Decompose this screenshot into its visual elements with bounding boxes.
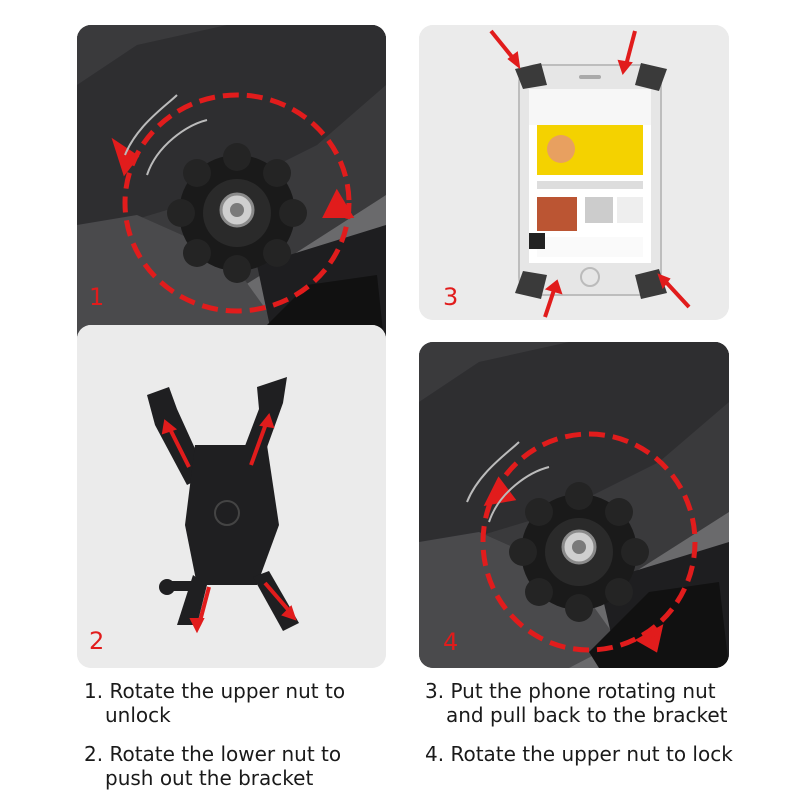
step3-photo: 3	[419, 25, 729, 320]
step-text-line1: Put the phone rotating nut	[450, 679, 716, 703]
phone-icon	[518, 64, 662, 296]
step-text-line2: unlock	[105, 703, 171, 727]
nut-icon	[167, 143, 307, 283]
step-index: 1.	[84, 679, 104, 703]
step-instruction: 1. Rotate the upper nut to unlock	[84, 679, 345, 727]
mount-nut-illustration	[77, 25, 386, 360]
step-text-line2: push out the bracket	[105, 766, 314, 790]
mount-nut-illustration	[419, 342, 729, 668]
bracket-illustration	[77, 325, 386, 668]
step-number: 2	[89, 627, 105, 655]
arrow-icon	[161, 412, 297, 634]
step-number: 4	[443, 628, 459, 656]
step-number: 3	[443, 283, 459, 311]
rotation-arrow-icon	[480, 431, 698, 653]
step-index: 2.	[84, 742, 104, 766]
phone-in-bracket-illustration	[419, 25, 729, 320]
rotation-arrow-icon	[122, 92, 352, 314]
step-index: 4.	[425, 742, 445, 766]
step-instruction: 4. Rotate the upper nut to lock	[425, 742, 733, 766]
arrow-icon	[489, 29, 691, 318]
nut-icon	[509, 482, 649, 622]
step-text-line1: Rotate the lower nut to	[109, 742, 342, 766]
step-text-line2: and pull back to the bracket	[446, 703, 728, 727]
step-instruction: 3. Put the phone rotating nut and pull b…	[425, 679, 728, 727]
step-text-line1: Rotate the upper nut to	[109, 679, 346, 703]
step2-photo: 2	[77, 325, 386, 668]
step-index: 3.	[425, 679, 445, 703]
step-text-line1: Rotate the upper nut to lock	[450, 742, 733, 766]
step-instruction: 2. Rotate the lower nut to push out the …	[84, 742, 341, 790]
step-number: 1	[89, 283, 105, 311]
step4-photo: 4	[419, 342, 729, 668]
step1-photo: 1	[77, 25, 386, 360]
